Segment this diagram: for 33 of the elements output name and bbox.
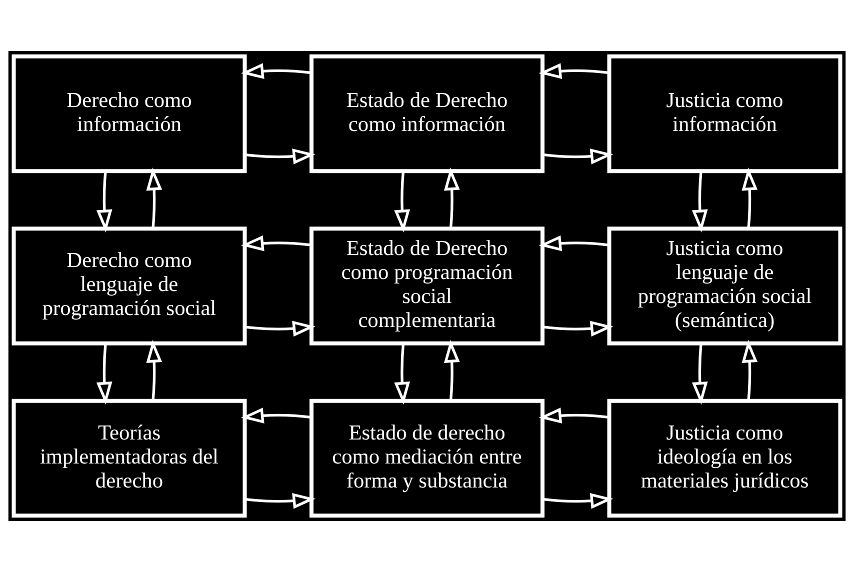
arrow	[96, 343, 112, 404]
arrow	[538, 407, 610, 423]
arrow	[444, 167, 460, 228]
arrow	[240, 407, 312, 423]
node-box: Justicia como lenguaje de programación social (semántica)	[607, 226, 842, 345]
arrow	[692, 170, 708, 232]
node-box: Justicia como información	[607, 54, 842, 173]
arrow	[394, 343, 410, 404]
arrow	[742, 167, 758, 228]
node-box: Estado de derecho como mediación entre forma y substancia	[310, 398, 544, 518]
arrow	[244, 320, 316, 336]
arrow	[542, 492, 614, 508]
arrow	[542, 320, 614, 336]
arrow	[240, 62, 312, 78]
arrow	[244, 148, 316, 164]
arrow	[394, 170, 410, 232]
arrow	[538, 62, 610, 78]
node-box: Derecho como lenguaje de programación social	[12, 226, 247, 345]
arrow	[240, 234, 312, 251]
node-box: Estado de Derecho como programación social complementaria	[310, 226, 544, 345]
arrow	[742, 339, 758, 400]
arrow	[96, 170, 112, 232]
arrow	[244, 492, 316, 508]
node-box: Derecho como información	[12, 54, 247, 173]
arrow	[146, 167, 162, 228]
node-box: Estado de Derecho como información	[310, 54, 544, 173]
arrow	[542, 148, 614, 164]
arrow	[538, 234, 610, 251]
node-box: Justicia como ideología en los materiales jurídicos	[607, 398, 842, 518]
arrow	[692, 343, 708, 404]
arrow	[444, 339, 460, 400]
arrow	[146, 339, 162, 400]
node-box: Teorías implementadoras del derecho	[12, 398, 247, 518]
